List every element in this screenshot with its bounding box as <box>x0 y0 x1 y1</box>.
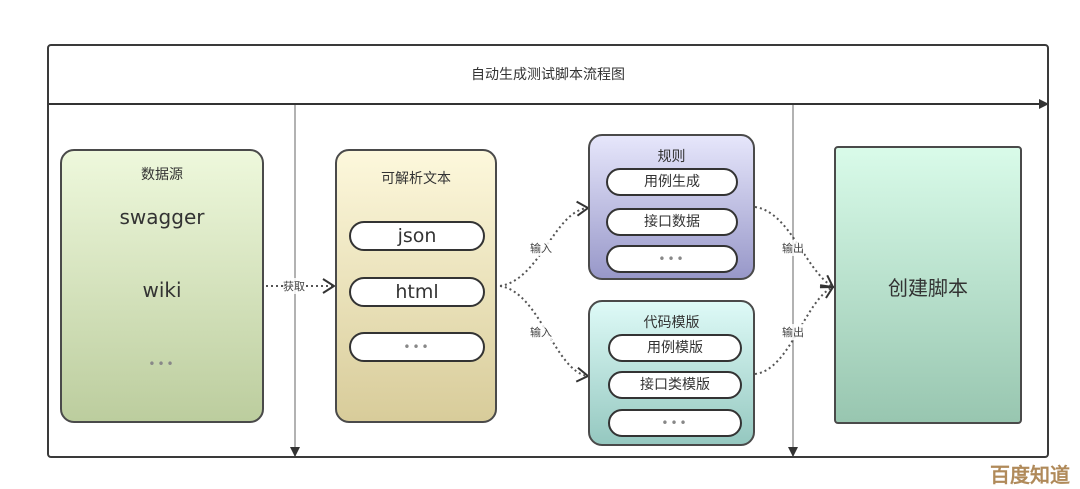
diagram-title: 自动生成测试脚本流程图 <box>471 67 625 83</box>
edge-label-input-templates: 输入 <box>530 324 552 340</box>
code-templates-title: 代码模版 <box>643 315 700 331</box>
parsable-text-panel: 可解析文本 json html ••• <box>335 149 497 423</box>
create-script-panel: 创建脚本 <box>834 146 1022 424</box>
text-item-json: json <box>349 221 485 251</box>
output-arrow-templates <box>754 284 835 375</box>
edge-label-input-rules: 输入 <box>530 240 552 256</box>
diagram-frame <box>47 44 1049 458</box>
edge-label-output-templates: 输出 <box>782 324 804 340</box>
text-item-more: ••• <box>349 332 485 362</box>
data-source-title: 数据源 <box>141 167 183 183</box>
rules-panel: 规则 用例生成 接口数据 ••• <box>588 134 755 280</box>
edge-label-output-rules: 输出 <box>782 240 804 256</box>
source-item-swagger: swagger <box>119 205 205 229</box>
edge-label-fetch: 获取 <box>283 278 305 294</box>
rule-item-case-generation: 用例生成 <box>606 168 738 196</box>
rules-title: 规则 <box>657 149 686 165</box>
create-script-label: 创建脚本 <box>888 276 968 300</box>
code-templates-panel: 代码模版 用例模版 接口类模版 ••• <box>588 300 755 446</box>
text-item-html: html <box>349 277 485 307</box>
data-source-panel: 数据源 <box>60 149 264 423</box>
template-item-api-class: 接口类模版 <box>608 371 742 399</box>
source-item-wiki: wiki <box>142 278 182 302</box>
parsable-text-title: 可解析文本 <box>381 171 451 187</box>
rule-item-api-data: 接口数据 <box>606 208 738 236</box>
template-item-case: 用例模版 <box>608 334 742 362</box>
rule-item-more: ••• <box>606 245 738 273</box>
template-item-more: ••• <box>608 409 742 437</box>
source-item-more: ••• <box>148 357 176 371</box>
watermark: 百度知道 <box>990 463 1070 487</box>
